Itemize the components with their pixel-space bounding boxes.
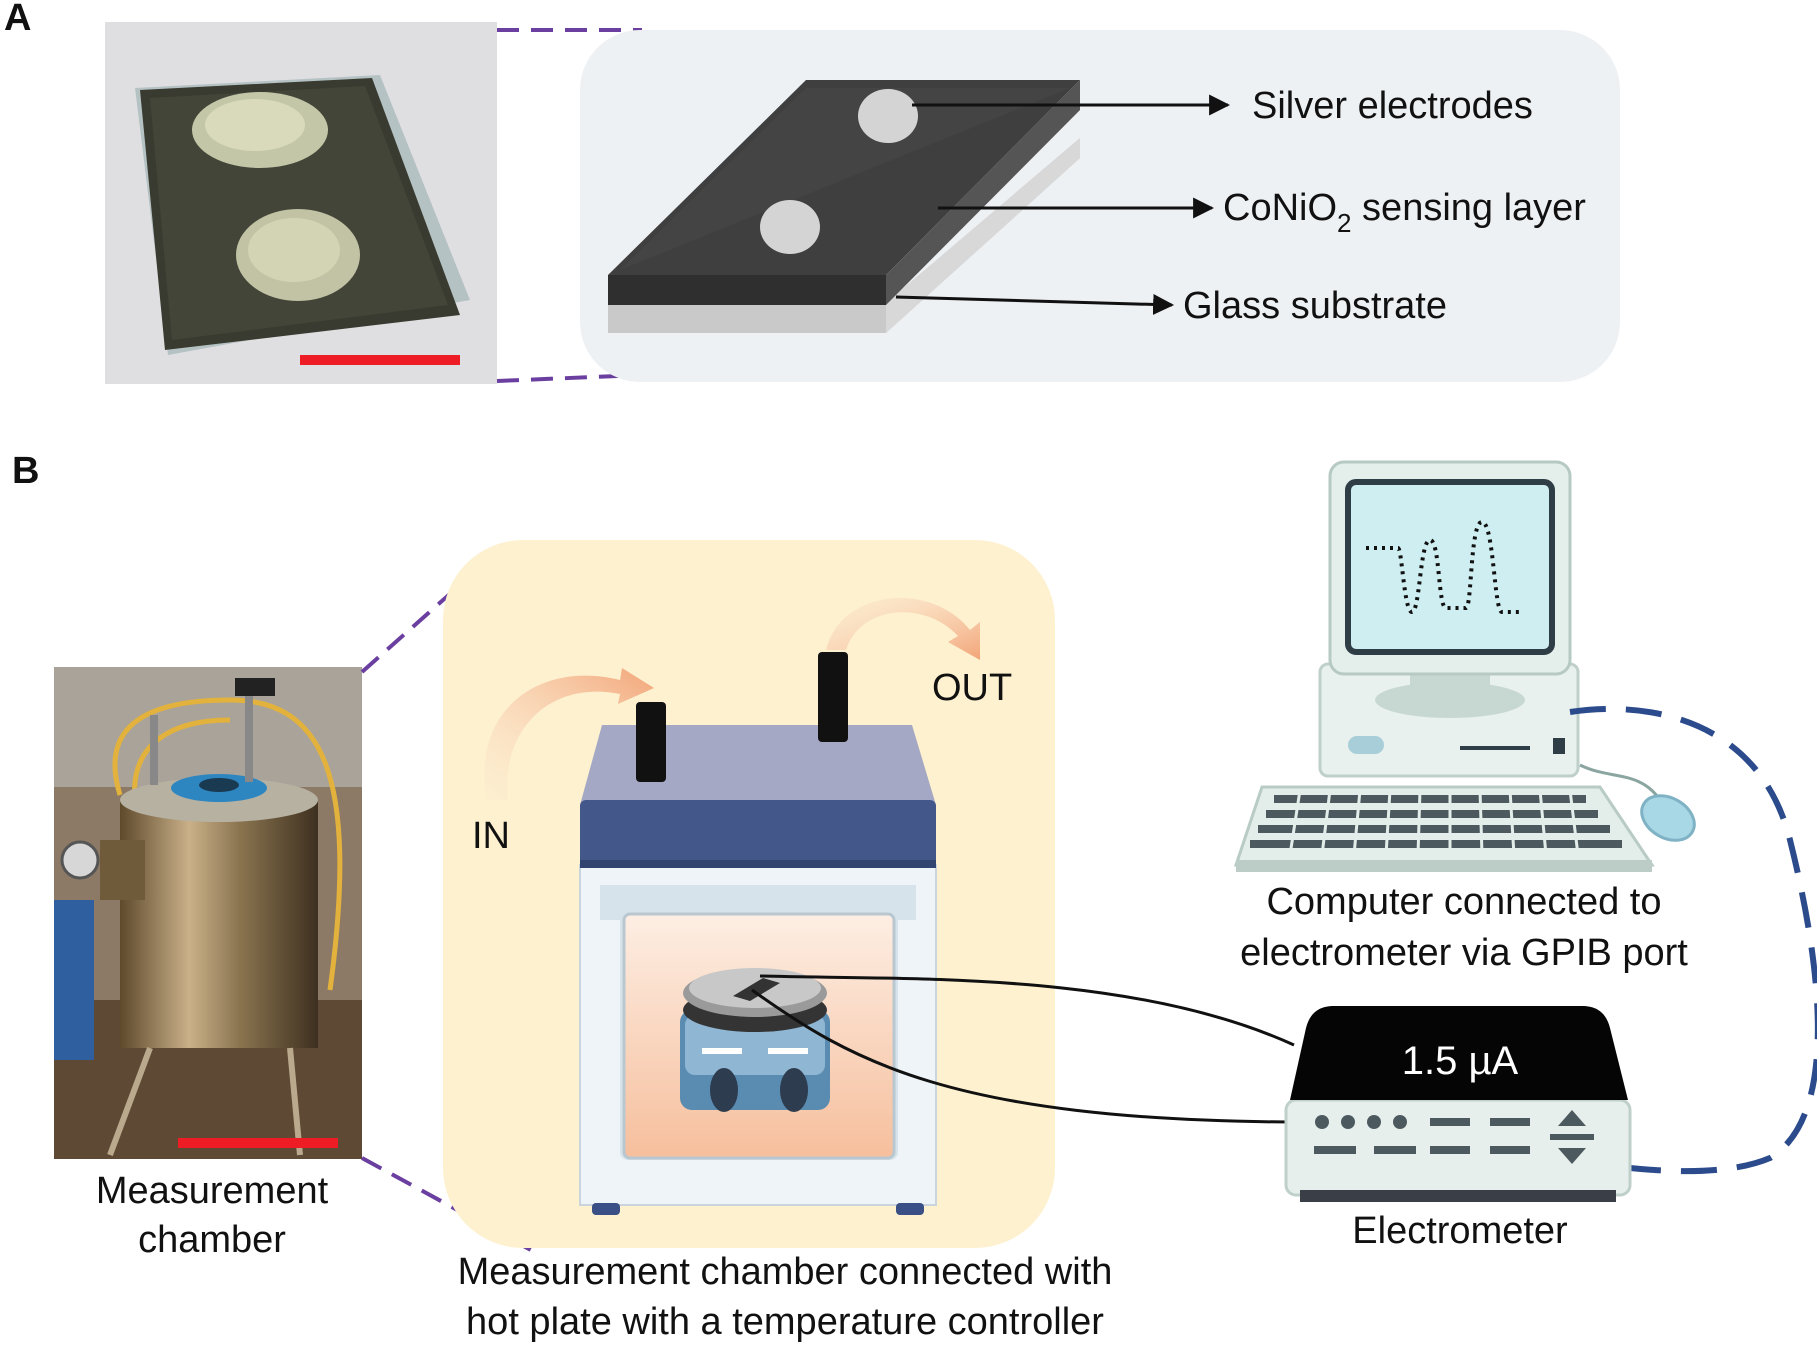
desktop-computer bbox=[1318, 460, 1580, 778]
electrometer bbox=[1284, 1006, 1632, 1202]
mouse bbox=[1579, 763, 1696, 842]
electrometer-caption: Electrometer bbox=[1352, 1210, 1568, 1252]
sensor-wires bbox=[751, 974, 1295, 1124]
schematic-pointers bbox=[895, 94, 1231, 315]
measurement-chamber-photo bbox=[54, 667, 362, 1159]
chamber-caption-line1: Measurement chamber connected with bbox=[458, 1251, 1113, 1293]
signal-waveform bbox=[1366, 519, 1520, 615]
silver-electrode-bottom bbox=[760, 200, 820, 254]
sample-photo bbox=[105, 22, 497, 384]
panel-b-letter: B bbox=[12, 450, 39, 492]
sensor-layer-diagram bbox=[608, 80, 1080, 333]
computer-caption-line2: electrometer via GPIB port bbox=[1240, 932, 1688, 974]
chamber-caption-line2: hot plate with a temperature controller bbox=[466, 1301, 1104, 1343]
photo-caption-line2: chamber bbox=[138, 1219, 286, 1261]
silver-electrode-top bbox=[858, 89, 918, 143]
scale-bar-b bbox=[178, 1138, 338, 1148]
photo-caption-line1: Measurement bbox=[96, 1170, 329, 1212]
electrometer-reading: 1.5 µA bbox=[1402, 1039, 1519, 1083]
label-glass-substrate: Glass substrate bbox=[1183, 285, 1447, 327]
scale-bar bbox=[300, 355, 460, 365]
hot-plate bbox=[680, 968, 830, 1112]
gas-out-arrow bbox=[826, 597, 980, 660]
gas-in-arrow bbox=[484, 668, 654, 800]
panel-a-letter: A bbox=[4, 0, 31, 39]
label-sensing-layer: CoNiO2 sensing layer bbox=[1223, 187, 1586, 238]
keyboard bbox=[1233, 785, 1655, 872]
gpib-cable bbox=[1569, 705, 1817, 1175]
computer-caption-line1: Computer connected to bbox=[1266, 881, 1661, 923]
label-silver-electrodes: Silver electrodes bbox=[1252, 85, 1533, 127]
label-in: IN bbox=[472, 815, 510, 857]
label-out: OUT bbox=[932, 667, 1012, 709]
oven-chamber bbox=[579, 652, 937, 1215]
